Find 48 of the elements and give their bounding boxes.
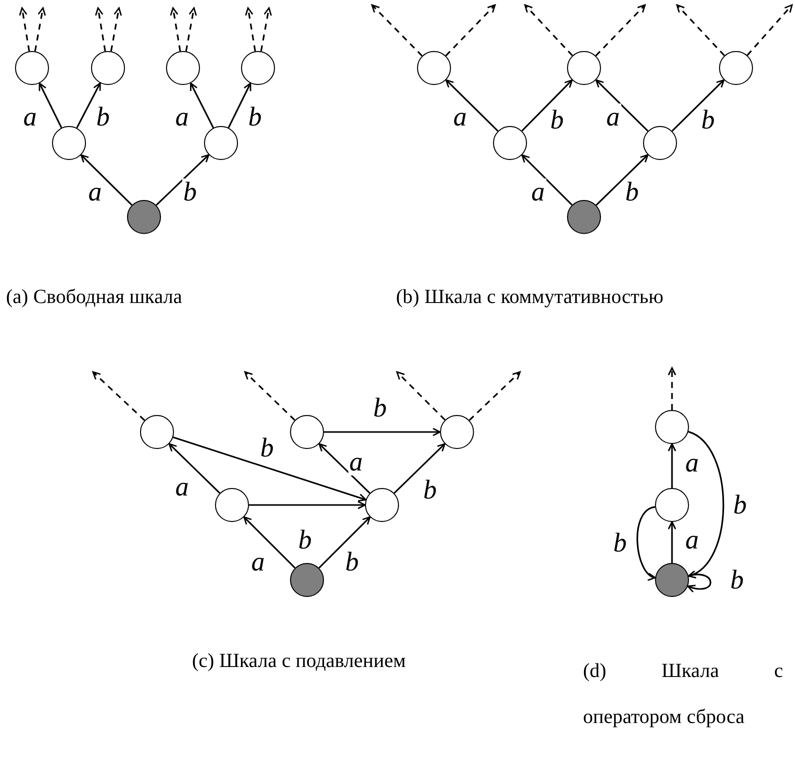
arrow [156,154,210,206]
arrow [394,443,446,494]
arrow [636,506,656,580]
dashed-arrow [95,7,106,52]
dashed-arrow [371,4,423,56]
arrow [190,82,214,128]
arrow [228,82,252,128]
dashed-arrow [19,7,30,52]
arrow [521,79,573,132]
arrow [172,436,367,502]
caption: (d) Шкала с оператором сброса [583,659,783,730]
arrow [318,516,371,569]
dashed-arrow [676,4,725,56]
arrow [596,154,649,206]
dashed-arrow [170,7,181,52]
arrow [521,154,573,206]
dashed-arrow [524,4,573,56]
dashed-arrow [468,371,521,421]
dashed-arrow [110,7,122,52]
arrow [668,521,676,563]
arrow [668,443,676,488]
dashed-arrow [92,371,146,421]
caption: (a) Свободная шкала [6,285,184,310]
arrow [688,430,724,577]
arrow [445,79,498,132]
dashed-arrow [746,4,793,56]
dashed-arrow [260,7,272,52]
arrow [672,79,725,132]
dashed-arrow [34,7,46,52]
arrow [243,516,296,569]
arrow [80,154,132,206]
dashed-arrow [185,7,197,52]
dashed-arrow [445,4,496,56]
dashed-arrow [396,371,446,421]
arrow [687,574,712,592]
arrow [249,500,366,510]
dashed-arrow [244,371,296,421]
arrow [76,82,101,128]
caption: (b) Шкала с коммутативностью [396,285,664,310]
dashed-arrow [245,7,256,52]
arrow [318,443,370,494]
arrow [38,82,62,128]
caption: (c) Шкала с подавлением [192,649,407,674]
arrow [168,443,220,494]
dashed-arrow [595,4,646,56]
dashed-arrow [668,367,676,410]
arrow [595,79,648,132]
arrow [324,428,441,436]
